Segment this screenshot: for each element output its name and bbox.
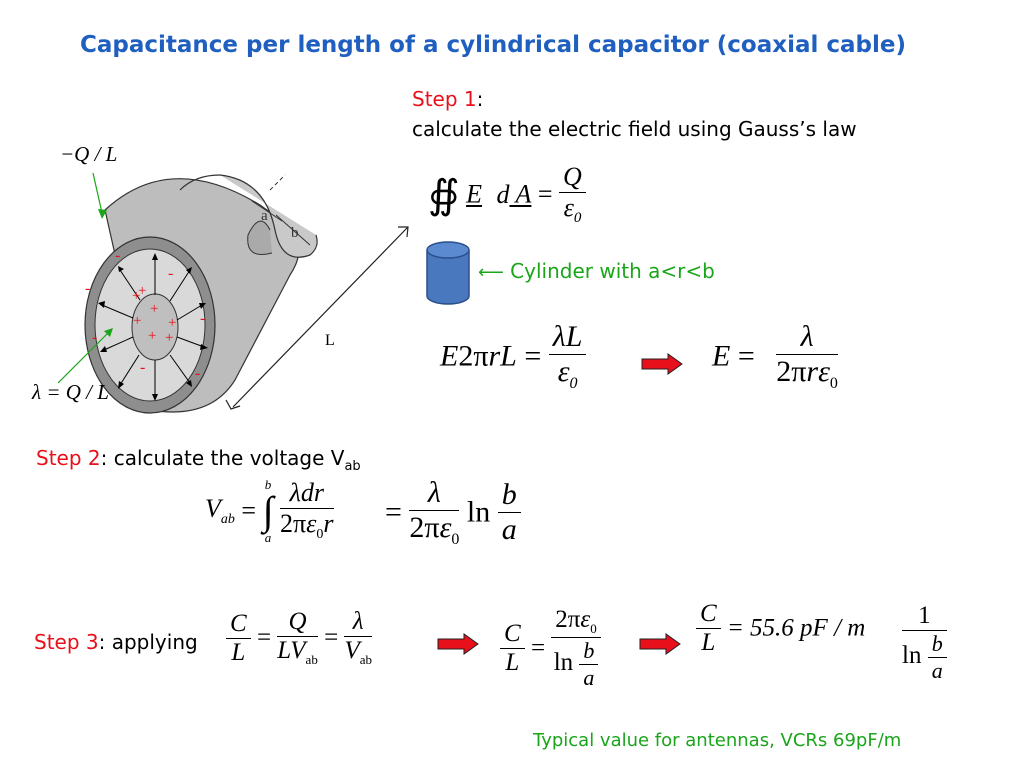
implies-arrow-icon — [437, 633, 479, 655]
step1-text: calculate the electric field using Gauss… — [412, 117, 857, 141]
svg-text:-: - — [168, 265, 173, 282]
coaxial-cable-figure: ++ ++ ++ + -- -- -- - a b L — [57, 172, 409, 414]
svg-text:-: - — [200, 310, 205, 327]
negative-charge-label: −Q / L — [60, 142, 118, 166]
svg-text:-: - — [195, 365, 200, 382]
svg-text:+: + — [165, 330, 173, 346]
step2-heading: Step 2: calculate the voltage Vab — [36, 446, 361, 474]
svg-text:+: + — [150, 301, 158, 317]
step3-heading: Step 3: applying — [34, 630, 198, 654]
gaussian-cylinder-icon — [426, 241, 470, 305]
svg-text:+: + — [132, 288, 140, 304]
cylinder-note: ⟵ Cylinder with a<r<b — [478, 259, 715, 283]
dim-a-label: a — [261, 208, 268, 224]
svg-text:-: - — [92, 329, 97, 346]
step2-text: : calculate the voltage V — [100, 446, 345, 470]
svg-text:+: + — [138, 283, 146, 299]
step3-label: Step 3 — [34, 630, 99, 654]
dim-b-label: b — [291, 225, 299, 241]
implies-arrow-icon — [641, 353, 683, 375]
cylinder-note-text: Cylinder with a<r<b — [510, 259, 715, 283]
step1-label: Step 1 — [412, 87, 477, 111]
capacitance-value: = 55.6 pF / m — [726, 614, 866, 642]
step2-sub: ab — [344, 459, 361, 474]
typical-value-note: Typical value for antennas, VCRs 69pF/m — [533, 730, 902, 751]
lambda-label: λ = Q / L — [32, 380, 109, 404]
step1-heading: Step 1: — [412, 87, 483, 111]
svg-text:+: + — [133, 313, 141, 329]
svg-text:-: - — [85, 280, 90, 297]
step3-text: : applying — [98, 630, 198, 654]
step2-label: Step 2 — [36, 446, 101, 470]
length-label: L — [325, 332, 335, 349]
svg-text:+: + — [168, 315, 176, 331]
svg-text:-: - — [115, 247, 120, 264]
page-title: Capacitance per length of a cylindrical … — [80, 32, 907, 58]
svg-text:+: + — [148, 328, 156, 344]
implies-arrow-icon — [639, 633, 681, 655]
svg-text:-: - — [140, 359, 145, 376]
step1-colon: : — [476, 87, 484, 111]
